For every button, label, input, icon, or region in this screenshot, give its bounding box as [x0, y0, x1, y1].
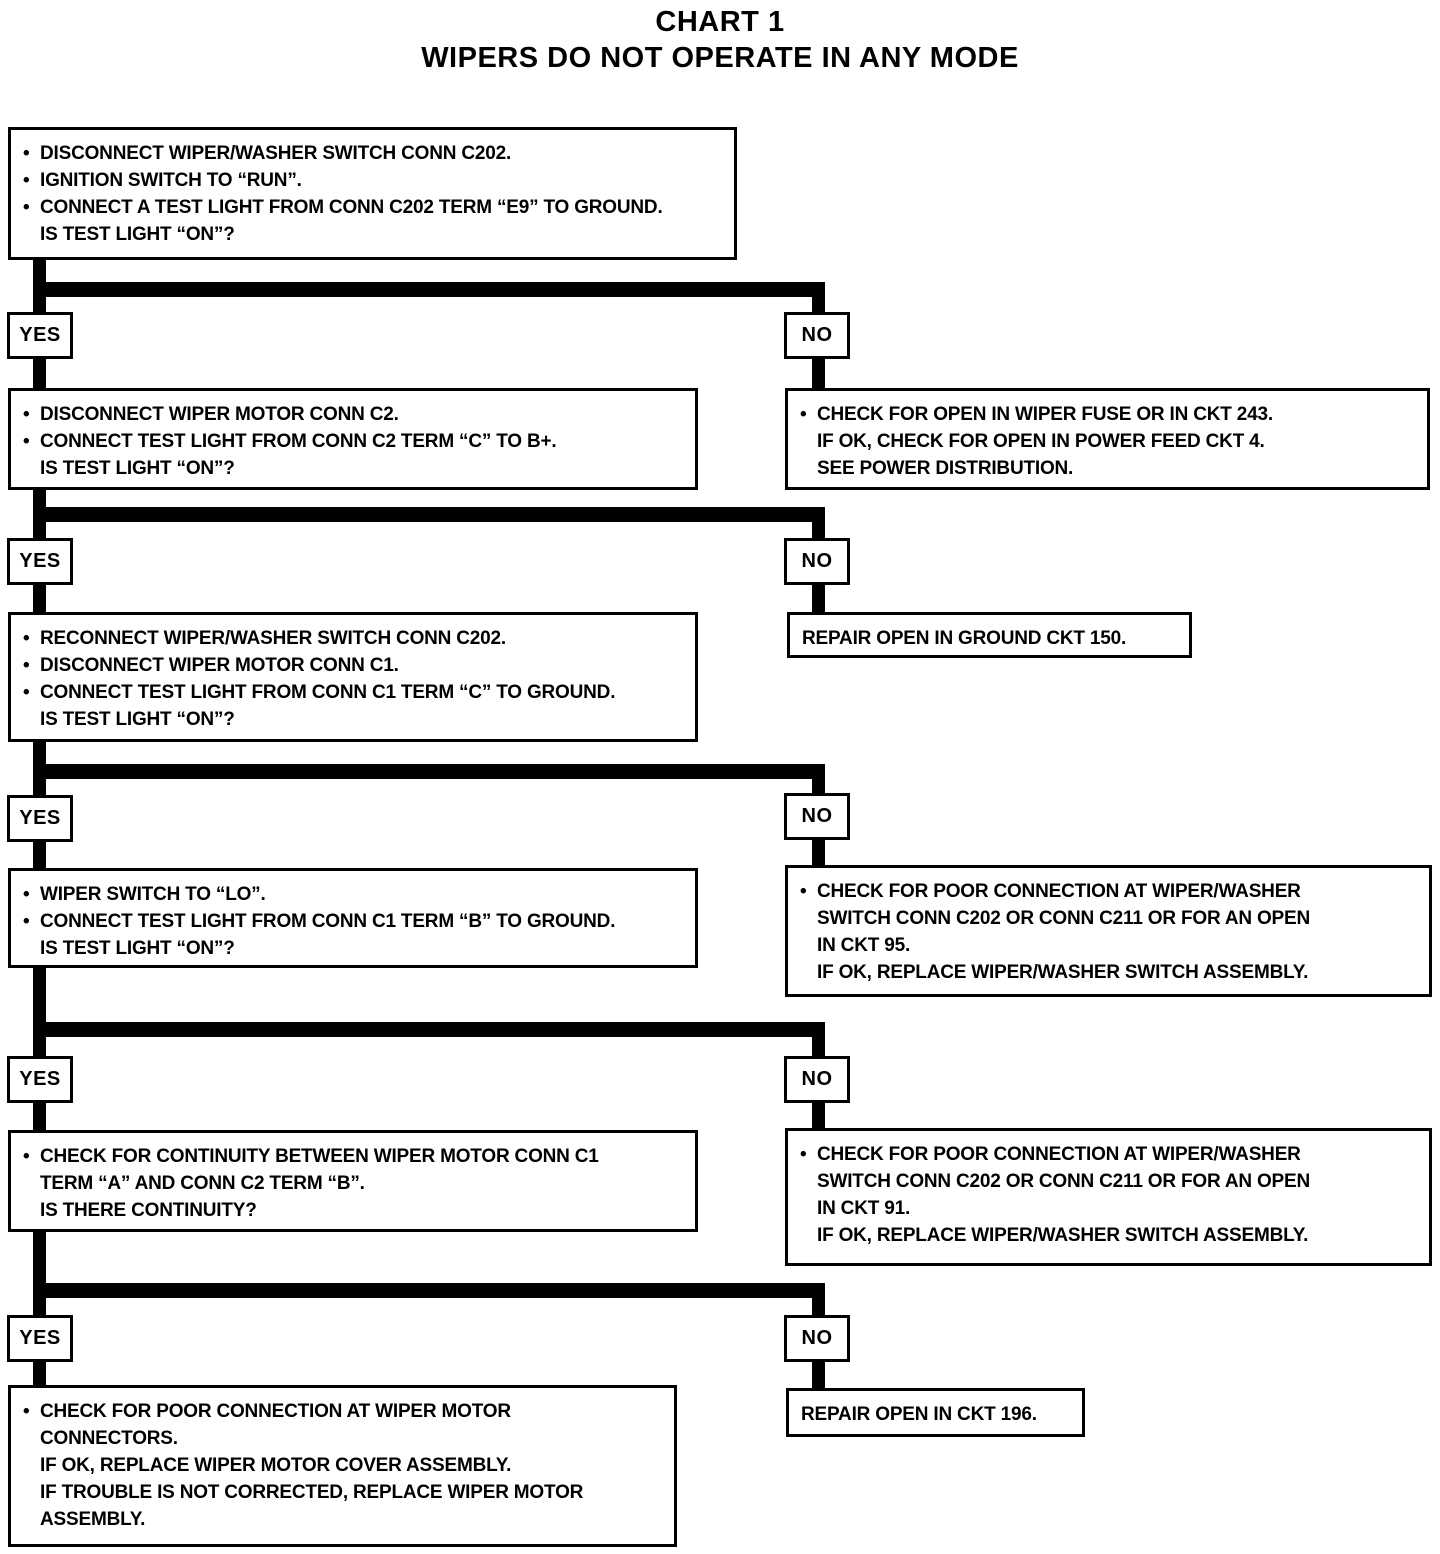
chart-subtitle: WIPERS DO NOT OPERATE IN ANY MODE	[421, 42, 1019, 74]
bullet-icon: •	[800, 404, 807, 425]
yes-label-4: YES	[7, 1056, 73, 1103]
instruction-line: IF TROUBLE IS NOT CORRECTED, REPLACE WIP…	[40, 1482, 584, 1503]
instruction-line: TERM “A” AND CONN C2 TERM “B”.	[40, 1173, 365, 1194]
instruction-line: IN CKT 95.	[817, 935, 911, 956]
question-line: IS TEST LIGHT “ON”?	[40, 224, 235, 245]
action-box-no-4: •CHECK FOR POOR CONNECTION AT WIPER/WASH…	[785, 1128, 1432, 1266]
decision-box-step-3: •RECONNECT WIPER/WASHER SWITCH CONN C202…	[8, 612, 698, 742]
bullet-icon: •	[23, 911, 30, 932]
instruction-line: •DISCONNECT WIPER MOTOR CONN C2.	[23, 401, 687, 428]
connector-bar-4	[33, 1022, 825, 1037]
bullet-icon: •	[23, 197, 30, 218]
decision-box-step-4: •WIPER SWITCH TO “LO”. •CONNECT TEST LIG…	[8, 868, 698, 968]
instruction-line: IF OK, REPLACE WIPER/WASHER SWITCH ASSEM…	[817, 962, 1309, 983]
bullet-icon: •	[23, 655, 30, 676]
instruction-line: IF OK, REPLACE WIPER/WASHER SWITCH ASSEM…	[817, 1225, 1309, 1246]
instruction-line: •CHECK FOR POOR CONNECTION AT WIPER/WASH…	[800, 1141, 1421, 1168]
instruction-line: IF OK, REPLACE WIPER MOTOR COVER ASSEMBL…	[40, 1455, 512, 1476]
instruction-line: CONNECTORS.	[40, 1428, 178, 1449]
question-line: IS TEST LIGHT “ON”?	[40, 938, 235, 959]
yes-label-5: YES	[7, 1315, 73, 1362]
decision-box-step-2: •DISCONNECT WIPER MOTOR CONN C2. •CONNEC…	[8, 388, 698, 490]
action-box-final: •CHECK FOR POOR CONNECTION AT WIPER MOTO…	[8, 1385, 677, 1547]
question-line: IS TEST LIGHT “ON”?	[40, 709, 235, 730]
instruction-line: IF OK, CHECK FOR OPEN IN POWER FEED CKT …	[817, 431, 1265, 452]
connector-bar-1	[33, 282, 825, 297]
connector-bar-5	[33, 1283, 825, 1298]
instruction-line: SEE POWER DISTRIBUTION.	[817, 458, 1074, 479]
instruction-line: •CONNECT TEST LIGHT FROM CONN C1 TERM “C…	[23, 679, 687, 706]
yes-label-3: YES	[7, 795, 73, 842]
instruction-line: •WIPER SWITCH TO “LO”.	[23, 881, 687, 908]
instruction-line: •CHECK FOR OPEN IN WIPER FUSE OR IN CKT …	[800, 401, 1419, 428]
bullet-icon: •	[23, 1401, 30, 1422]
no-label-1: NO	[784, 312, 850, 359]
bullet-icon: •	[23, 628, 30, 649]
question-line: IS THERE CONTINUITY?	[40, 1200, 257, 1221]
instruction-line: •IGNITION SWITCH TO “RUN”.	[23, 167, 726, 194]
instruction-line: •CONNECT TEST LIGHT FROM CONN C1 TERM “B…	[23, 908, 687, 935]
action-box-no-5: REPAIR OPEN IN CKT 196.	[786, 1388, 1085, 1437]
no-label-4: NO	[784, 1056, 850, 1103]
instruction-line: •CHECK FOR CONTINUITY BETWEEN WIPER MOTO…	[23, 1143, 687, 1170]
instruction-line: •RECONNECT WIPER/WASHER SWITCH CONN C202…	[23, 625, 687, 652]
instruction-line: IN CKT 91.	[817, 1198, 911, 1219]
no-label-3: NO	[784, 793, 850, 840]
decision-box-step-5: •CHECK FOR CONTINUITY BETWEEN WIPER MOTO…	[8, 1130, 698, 1232]
no-label-5: NO	[784, 1315, 850, 1362]
bullet-icon: •	[23, 431, 30, 452]
instruction-line: •CHECK FOR POOR CONNECTION AT WIPER/WASH…	[800, 878, 1421, 905]
instruction-line: SWITCH CONN C202 OR CONN C211 OR FOR AN …	[817, 1171, 1311, 1192]
bullet-icon: •	[23, 682, 30, 703]
instruction-line: •CONNECT A TEST LIGHT FROM CONN C202 TER…	[23, 194, 726, 221]
connector-bar-3	[33, 764, 825, 779]
instruction-line: SWITCH CONN C202 OR CONN C211 OR FOR AN …	[817, 908, 1311, 929]
yes-label-2: YES	[7, 538, 73, 585]
bullet-icon: •	[800, 1144, 807, 1165]
instruction-line: •CONNECT TEST LIGHT FROM CONN C2 TERM “C…	[23, 428, 687, 455]
bullet-icon: •	[23, 143, 30, 164]
connector-bar-2	[33, 507, 825, 522]
no-label-2: NO	[784, 538, 850, 585]
action-box-no-1: •CHECK FOR OPEN IN WIPER FUSE OR IN CKT …	[785, 388, 1430, 490]
yes-label-1: YES	[7, 312, 73, 359]
instruction-line: ASSEMBLY.	[40, 1509, 146, 1530]
instruction-line: •CHECK FOR POOR CONNECTION AT WIPER MOTO…	[23, 1398, 666, 1425]
bullet-icon: •	[800, 881, 807, 902]
question-line: IS TEST LIGHT “ON”?	[40, 458, 235, 479]
instruction-line: •DISCONNECT WIPER MOTOR CONN C1.	[23, 652, 687, 679]
instruction-line: REPAIR OPEN IN GROUND CKT 150.	[802, 628, 1127, 649]
instruction-line: •DISCONNECT WIPER/WASHER SWITCH CONN C20…	[23, 140, 726, 167]
bullet-icon: •	[23, 1146, 30, 1167]
instruction-line: REPAIR OPEN IN CKT 196.	[801, 1404, 1037, 1425]
bullet-icon: •	[23, 884, 30, 905]
decision-box-step-1: •DISCONNECT WIPER/WASHER SWITCH CONN C20…	[8, 127, 737, 260]
action-box-no-3: •CHECK FOR POOR CONNECTION AT WIPER/WASH…	[785, 865, 1432, 997]
action-box-no-2: REPAIR OPEN IN GROUND CKT 150.	[787, 612, 1192, 658]
bullet-icon: •	[23, 170, 30, 191]
chart-title: CHART 1	[655, 6, 785, 38]
bullet-icon: •	[23, 404, 30, 425]
